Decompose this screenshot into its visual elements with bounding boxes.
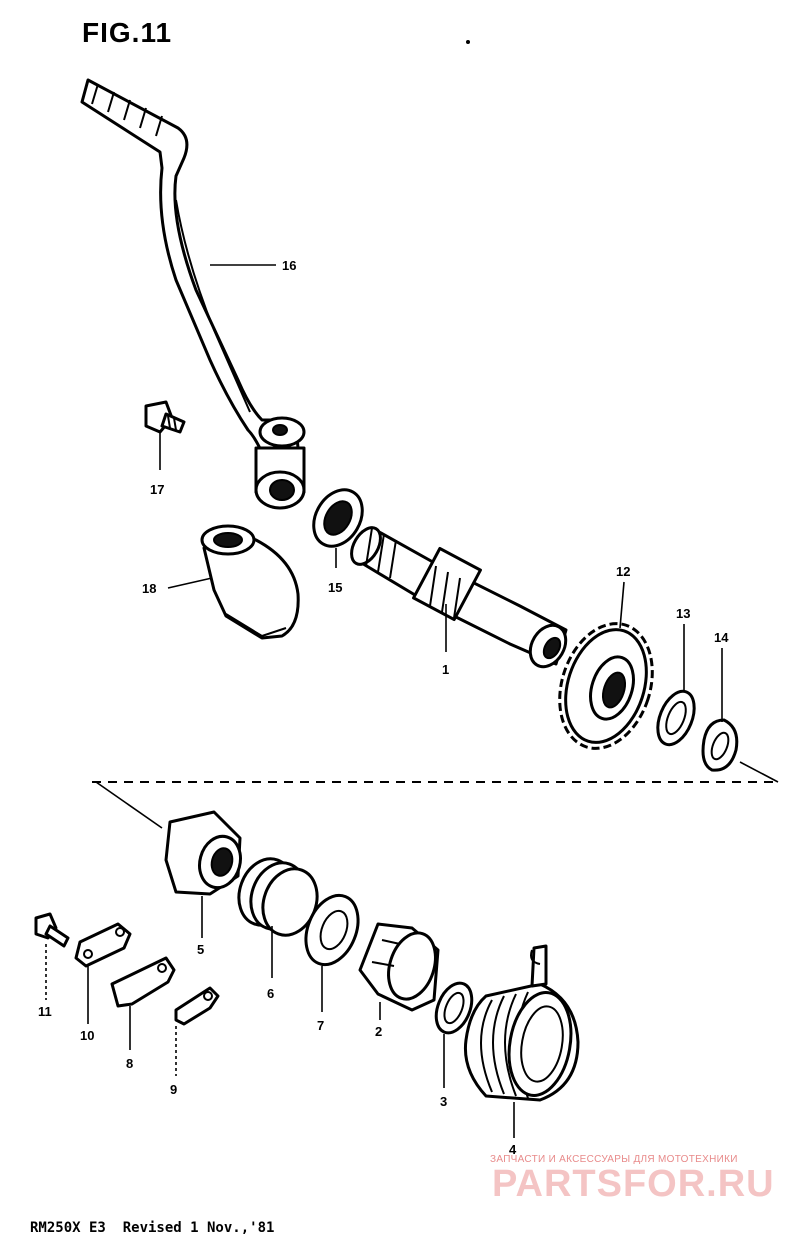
kick-starter-lever <box>80 78 306 510</box>
lever-bolt <box>144 400 186 434</box>
callout-7: 7 <box>317 1018 324 1033</box>
idle-gear <box>558 622 654 750</box>
callout-3: 3 <box>440 1094 447 1109</box>
callout-13: 13 <box>676 606 690 621</box>
rubber-boot <box>200 524 300 640</box>
washer-13 <box>656 689 696 747</box>
leader-lines <box>45 264 723 1138</box>
circlip-14 <box>701 718 739 772</box>
watermark-brand: PARTSFOR.RU <box>492 1163 775 1205</box>
diagonal-link <box>95 781 163 829</box>
callout-10: 10 <box>80 1028 94 1043</box>
callout-18: 18 <box>142 581 156 596</box>
starter-ratchet <box>358 922 440 1012</box>
callout-11: 11 <box>38 1004 52 1019</box>
ratchet-spring <box>237 857 319 937</box>
kick-starter-shaft <box>350 526 568 669</box>
starter-guide <box>164 810 242 896</box>
callout-2: 2 <box>375 1024 382 1039</box>
figure-title: FIG.11 <box>82 17 172 48</box>
callout-5: 5 <box>197 942 204 957</box>
callout-1: 1 <box>442 662 449 677</box>
washer-7 <box>304 893 360 967</box>
callout-8: 8 <box>126 1056 133 1071</box>
lock-washer <box>174 986 220 1026</box>
circlip-3 <box>434 981 474 1035</box>
callout-6: 6 <box>267 986 274 1001</box>
callout-15: 15 <box>328 580 342 595</box>
figure-footer: RM250X E3 Revised 1 Nov.,'81 <box>30 1220 274 1236</box>
callout-16: 16 <box>282 258 296 273</box>
callout-9: 9 <box>170 1082 177 1097</box>
separator-arrow <box>739 761 779 783</box>
watermark-tagline: ЗАПЧАСТИ И АКСЕССУАРЫ ДЛЯ МОТОТЕХНИКИ <box>490 1154 738 1165</box>
oil-seal <box>312 488 364 548</box>
guide-plate <box>74 922 132 968</box>
guide-bolt <box>34 912 70 948</box>
stopper-plate <box>110 956 176 1008</box>
callout-12: 12 <box>616 564 630 579</box>
return-spring <box>463 944 580 1102</box>
speck <box>466 40 470 44</box>
callout-14: 14 <box>714 630 729 645</box>
callout-4: 4 <box>509 1142 517 1157</box>
callout-17: 17 <box>150 482 164 497</box>
